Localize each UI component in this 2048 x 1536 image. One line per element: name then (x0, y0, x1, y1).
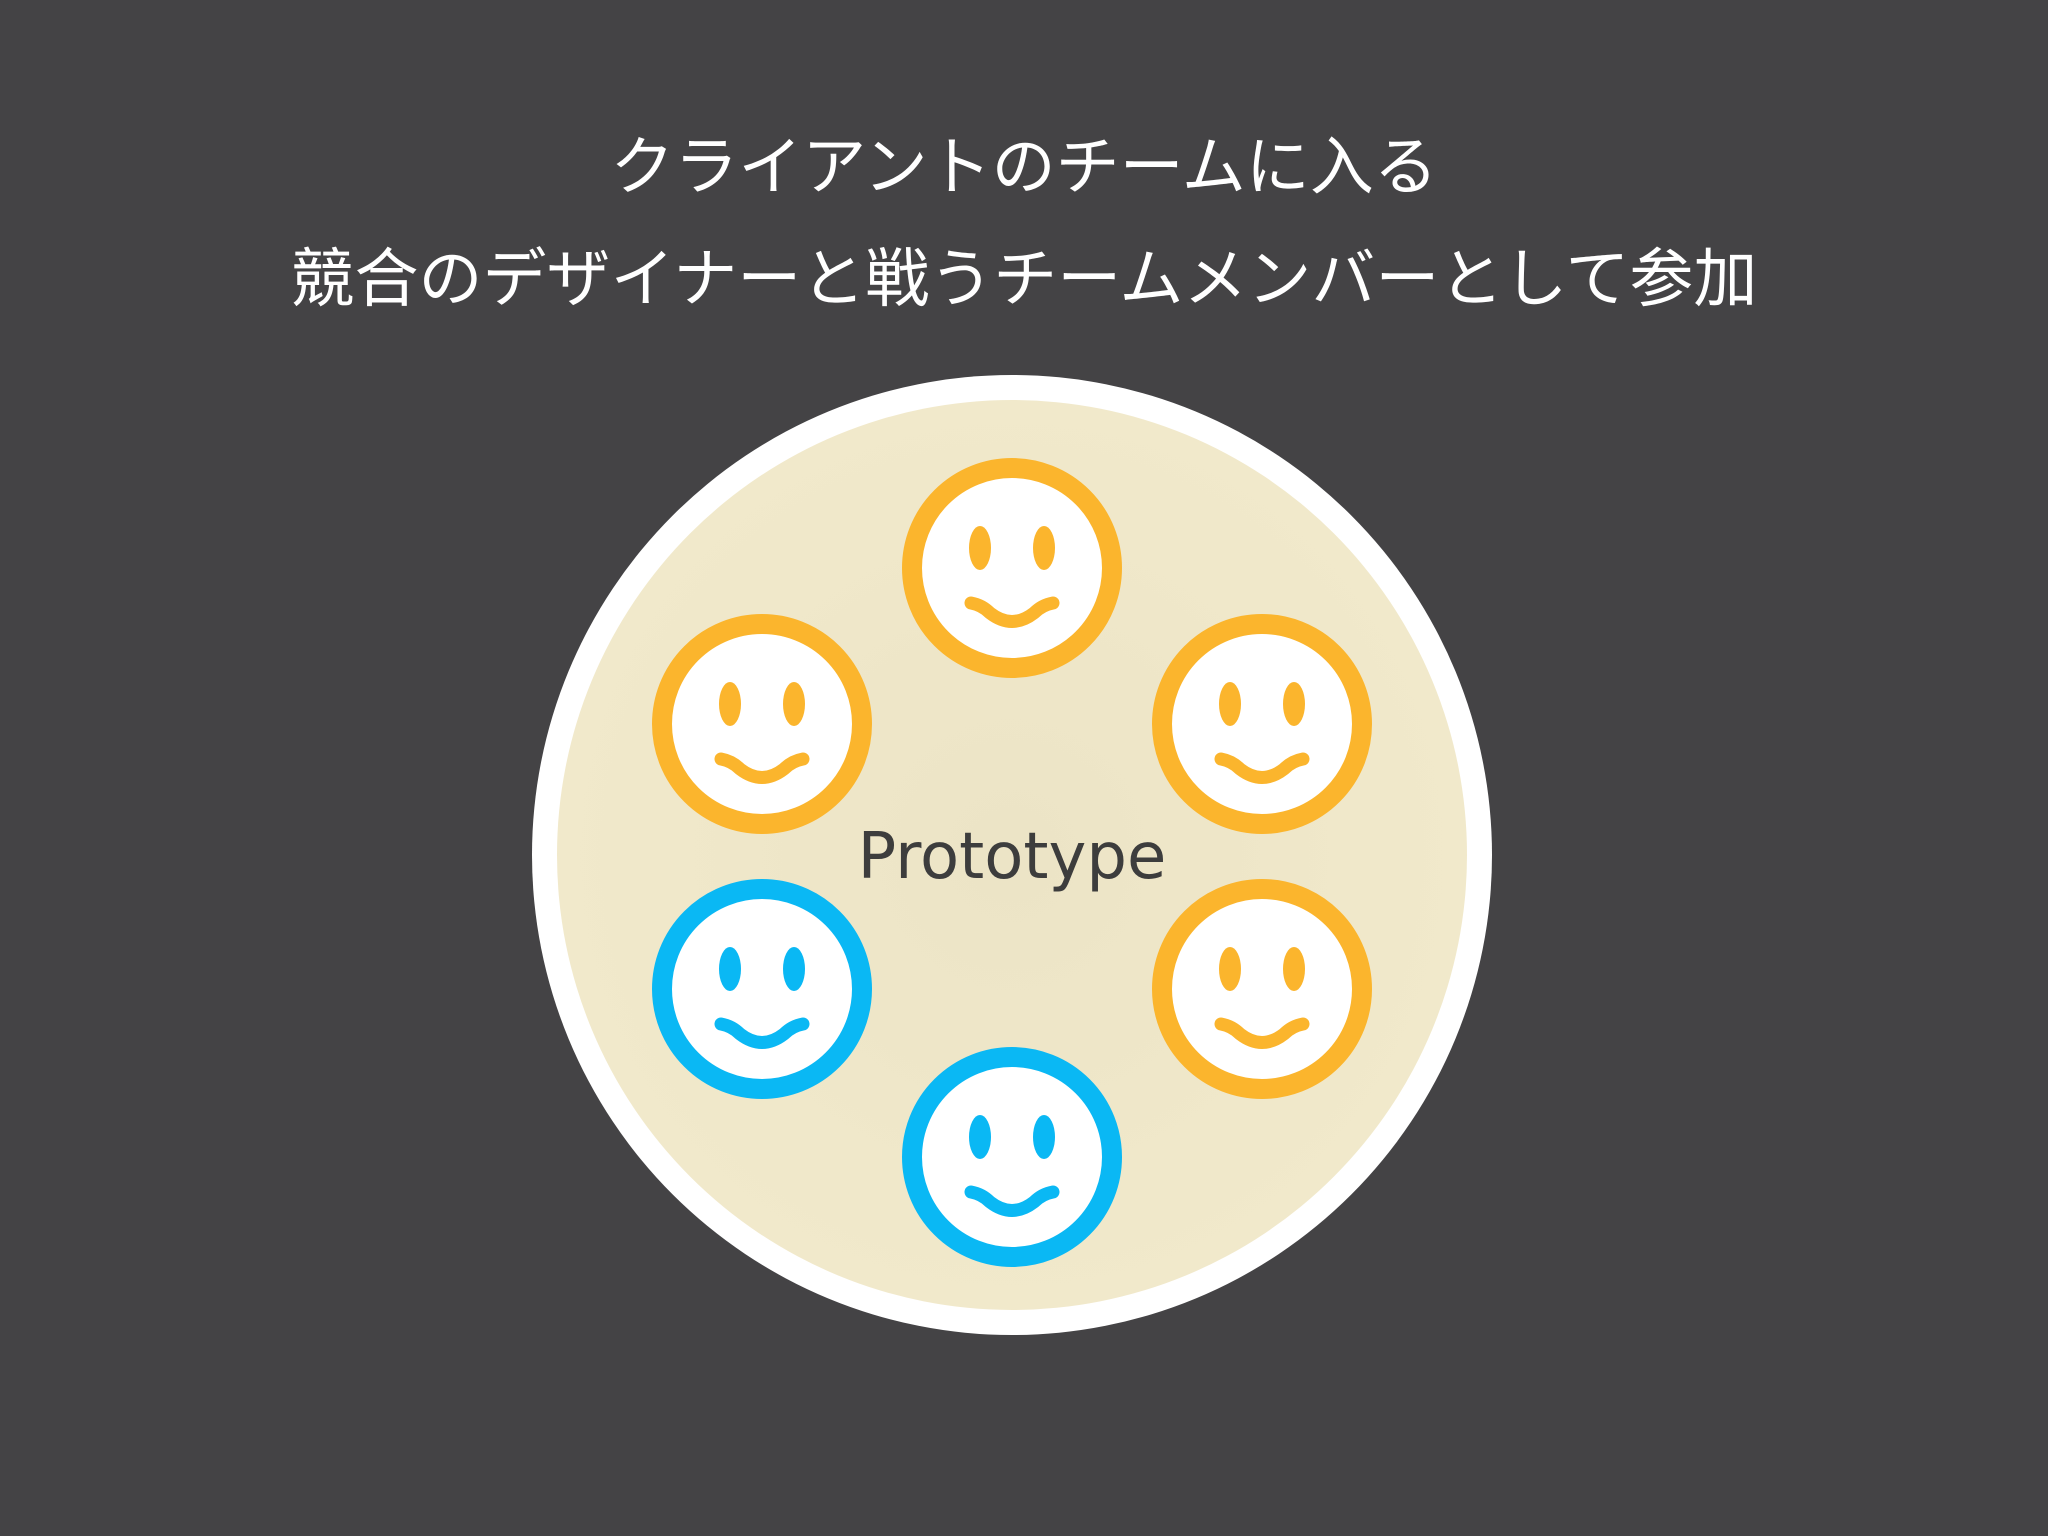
right-eye (1033, 526, 1055, 570)
left-eye (969, 1115, 991, 1159)
smiley-face-icon (1152, 879, 1372, 1099)
right-eye (783, 682, 805, 726)
left-eye (1219, 682, 1241, 726)
title-line-1: クライアントのチームに入る (610, 131, 1438, 205)
smiley-face-icon (652, 879, 872, 1099)
team-member-6-designer (902, 1047, 1122, 1267)
prototype-label: Prototype (858, 820, 1167, 894)
team-member-4-designer (652, 879, 872, 1099)
smile-mouth (1214, 752, 1310, 784)
smile-mouth (1214, 1017, 1310, 1049)
team-member-3-client (1152, 614, 1372, 834)
smiley-face-icon (1152, 614, 1372, 834)
team-members (652, 458, 1372, 1267)
team-member-5-client (1152, 879, 1372, 1099)
right-eye (1283, 947, 1305, 991)
left-eye (719, 682, 741, 726)
smile-mouth (964, 596, 1060, 628)
smiley-face-icon (902, 1047, 1122, 1267)
left-eye (719, 947, 741, 991)
team-member-2-client (652, 614, 872, 834)
team-member-1-client (902, 458, 1122, 678)
right-eye (1033, 1115, 1055, 1159)
smile-mouth (714, 1017, 810, 1049)
title-line-2: 競合のデザイナーと戦うチームメンバーとして参加 (290, 243, 1758, 317)
left-eye (1219, 947, 1241, 991)
smile-mouth (964, 1185, 1060, 1217)
smiley-face-icon (902, 458, 1122, 678)
smiley-face-icon (652, 614, 872, 834)
right-eye (1283, 682, 1305, 726)
smile-mouth (714, 752, 810, 784)
right-eye (783, 947, 805, 991)
left-eye (969, 526, 991, 570)
